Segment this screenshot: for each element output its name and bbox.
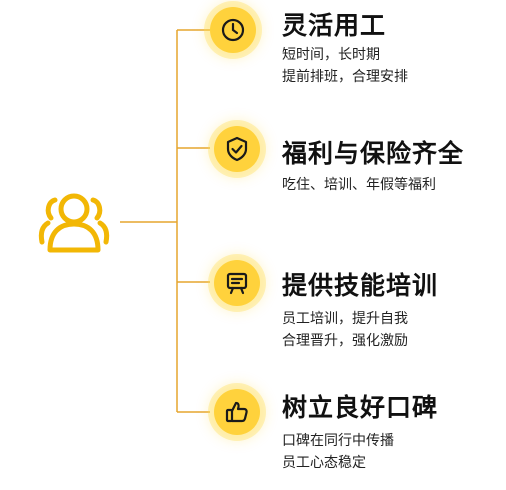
item-3-title: 提供技能培训 (282, 271, 439, 300)
item-2-line-1: 吃住、培训、年假等福利 (282, 177, 436, 193)
badge-item-3 (214, 260, 260, 306)
badge-item-1 (210, 7, 256, 53)
thumbs-up-icon (225, 401, 248, 423)
item-1-desc: 短时间，长时期 提前排班，合理安排 (282, 44, 408, 88)
item-1-line-2: 提前排班，合理安排 (282, 69, 408, 85)
item-3-line-1: 员工培训，提升自我 (282, 311, 408, 327)
item-4-title: 树立良好口碑 (282, 393, 439, 422)
badge-item-2 (214, 126, 260, 172)
clock-icon (221, 18, 245, 42)
item-3-line-2: 合理晋升，强化激励 (282, 333, 408, 349)
shield-check-icon (226, 136, 248, 162)
item-4-line-1: 口碑在同行中传播 (282, 433, 394, 449)
item-3-desc: 员工培训，提升自我 合理晋升，强化激励 (282, 308, 408, 352)
item-2-desc: 吃住、培训、年假等福利 (282, 174, 436, 196)
badge-item-4 (214, 389, 260, 435)
item-2-title: 福利与保险齐全 (282, 139, 465, 168)
item-4-desc: 口碑在同行中传播 员工心态稳定 (282, 430, 394, 474)
item-1-line-1: 短时间，长时期 (282, 47, 380, 63)
item-1-title: 灵活用工 (282, 11, 387, 40)
people-icon (38, 193, 110, 253)
presentation-icon (226, 272, 248, 295)
item-4-line-2: 员工心态稳定 (282, 455, 366, 471)
